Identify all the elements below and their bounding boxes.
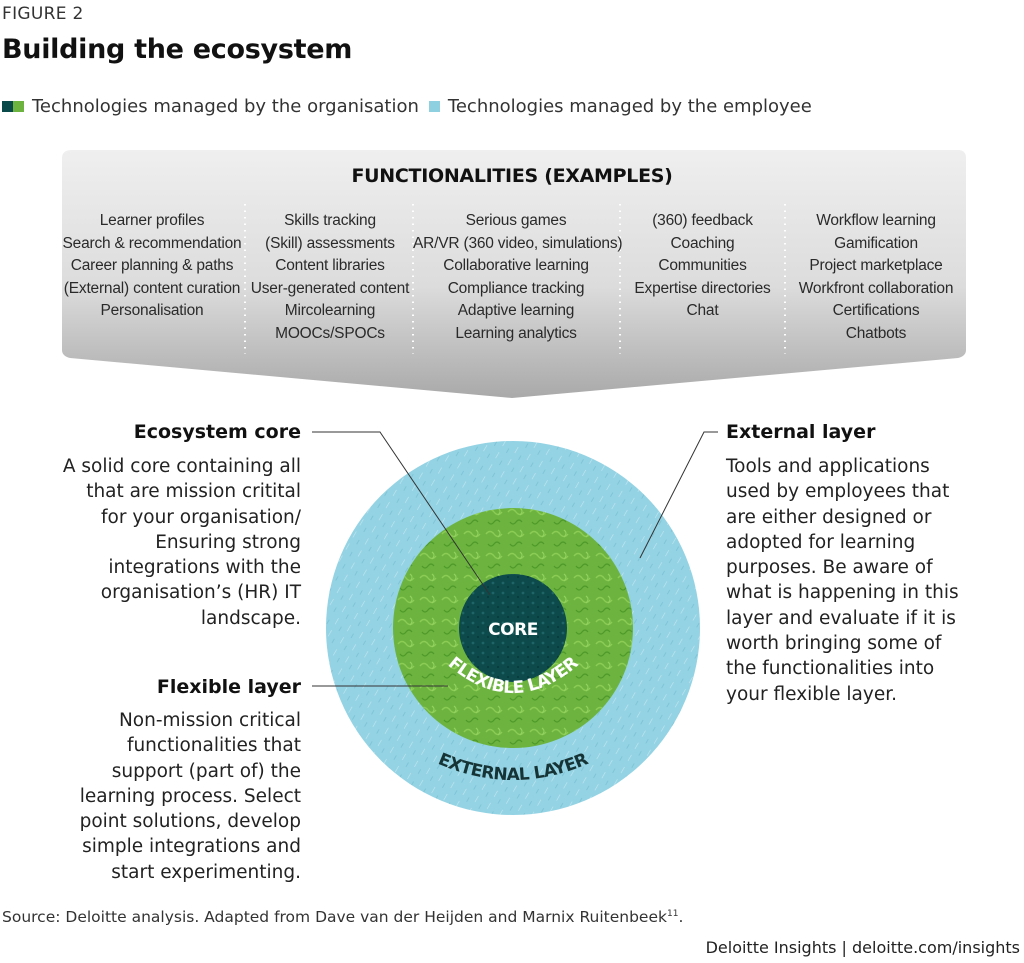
legend-label-employee: Technologies managed by the employee bbox=[447, 96, 812, 117]
source-text: Source: Deloitte analysis. Adapted from … bbox=[2, 908, 667, 926]
functionality-item: Skills tracking bbox=[284, 212, 376, 229]
swatch-dark-teal bbox=[2, 101, 13, 112]
functionality-item: Content libraries bbox=[275, 257, 385, 275]
external-description-title: External layer bbox=[726, 421, 876, 443]
figure-label: FIGURE 2 bbox=[2, 4, 84, 24]
functionality-item: Personalisation bbox=[100, 302, 204, 320]
functionality-item: Chatbots bbox=[845, 324, 907, 342]
core-texture bbox=[459, 574, 567, 682]
functionalities-panel bbox=[62, 150, 966, 398]
functionality-item: Expertise directories bbox=[634, 279, 771, 297]
legend-swatch-employee bbox=[428, 101, 440, 112]
functionality-item: Project marketplace bbox=[809, 257, 943, 275]
functionality-item: Workflow learning bbox=[816, 212, 936, 229]
functionality-item: Mircolearning bbox=[284, 302, 376, 320]
column-dividers bbox=[244, 204, 786, 354]
functionality-item: Search & recommendation bbox=[62, 234, 242, 252]
core-label: CORE bbox=[488, 620, 538, 640]
functionality-item: (Skill) assessments bbox=[265, 234, 395, 252]
functionality-item: Certifications bbox=[832, 302, 920, 320]
functionality-item: Coaching bbox=[670, 234, 735, 252]
swatch-green bbox=[13, 101, 24, 112]
core-description-text: A solid core containing all that are mis… bbox=[62, 456, 301, 629]
swatch-light-blue bbox=[428, 101, 440, 112]
source-note: Source: Deloitte analysis. Adapted from … bbox=[2, 908, 683, 926]
functionality-item: Chat bbox=[686, 302, 719, 320]
flexible-description-text: Non-mission critical functionalities tha… bbox=[79, 710, 301, 883]
functionality-item: (External) content curation bbox=[63, 279, 241, 297]
functionality-item: Communities bbox=[658, 257, 747, 275]
functionalities-column-3: Serious games AR/VR (360 video, simulati… bbox=[413, 210, 623, 346]
flexible-description-title: Flexible layer bbox=[156, 676, 301, 698]
legend-swatch-organisation bbox=[2, 101, 24, 112]
legend-item-employee: Technologies managed by the employee bbox=[428, 96, 812, 117]
source-end: . bbox=[678, 908, 684, 926]
functionality-item: Collaborative learning bbox=[443, 257, 589, 275]
functionality-item: Adaptive learning bbox=[457, 302, 575, 320]
core-leader-line bbox=[312, 431, 491, 596]
functionality-item: Learner profiles bbox=[99, 212, 205, 229]
figure-title: Building the ecosystem bbox=[2, 34, 353, 65]
functionality-item: MOOCs/SPOCs bbox=[275, 324, 385, 342]
functionality-item: (360) feedback bbox=[652, 212, 753, 229]
functionalities-title: FUNCTIONALITIES (EXAMPLES) bbox=[351, 165, 673, 187]
functionality-item: Serious games bbox=[465, 212, 567, 229]
functionality-item: User-generated content bbox=[250, 279, 410, 297]
external-description-text: Tools and applications used by employees… bbox=[726, 456, 959, 705]
functionality-item: Workfront collaboration bbox=[798, 279, 954, 297]
functionality-item: Compliance tracking bbox=[447, 279, 585, 297]
functionality-item: Learning analytics bbox=[455, 324, 577, 342]
external-leader-line bbox=[639, 431, 718, 559]
legend-label-organisation: Technologies managed by the organisation bbox=[32, 96, 419, 117]
functionality-item: Gamification bbox=[834, 234, 918, 252]
core-description-title: Ecosystem core bbox=[133, 421, 301, 443]
functionality-item: AR/VR (360 video, simulations) bbox=[413, 234, 623, 252]
legend: Technologies managed by the organisation… bbox=[2, 96, 822, 117]
credit-line: Deloitte Insights | deloitte.com/insight… bbox=[705, 938, 1020, 957]
functionality-item: Career planning & paths bbox=[70, 257, 234, 275]
legend-item-organisation: Technologies managed by the organisation bbox=[2, 96, 419, 117]
functionalities-column-5: Workflow learning Gamification Project m… bbox=[786, 210, 966, 346]
source-footnote-ref: 11 bbox=[666, 908, 679, 919]
functionalities-column-2: Skills tracking (Skill) assessments Cont… bbox=[247, 210, 413, 346]
functionalities-column-1: Learner profiles Search & recommendation… bbox=[62, 210, 242, 323]
functionalities-column-4: (360) feedback Coaching Communities Expe… bbox=[620, 210, 785, 323]
